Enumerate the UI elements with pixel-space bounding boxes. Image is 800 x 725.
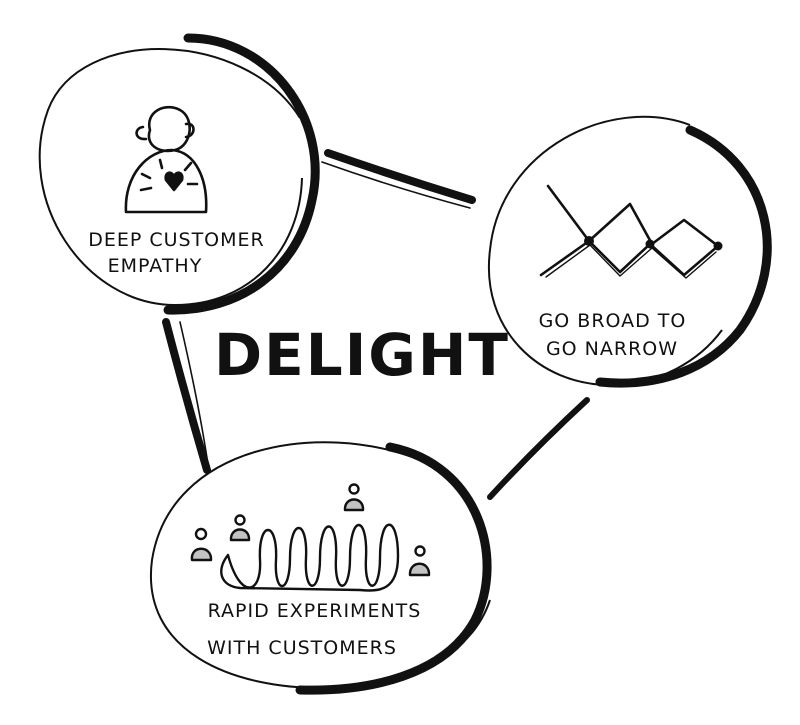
person-icon	[408, 545, 431, 577]
connector-empathy-broad-thin	[321, 161, 471, 209]
connector-empathy-broad	[324, 149, 476, 204]
node-broad: GO BROAD TO GO NARROW	[487, 115, 772, 388]
node-rapid-line-1: RAPID EXPERIMENTS	[208, 600, 422, 622]
node-rapid: RAPID EXPERIMENTS WITH CUSTOMERS	[149, 441, 492, 695]
spiral-loop-with-people-icon	[190, 483, 431, 592]
node-broad-circle-thick	[595, 125, 772, 388]
connectors	[162, 149, 590, 500]
svg-text:RAPID EXPERIMENTS WITH C: RAPID EXPERIMENTS WITH CUSTOMERS	[207, 600, 428, 659]
node-empathy-line-2: EMPATHY	[108, 255, 203, 277]
node-broad-line-2: GO NARROW	[546, 338, 678, 360]
svg-text:DEEP CUSTOMER EMPATHY: DEEP CUSTOMER EMPATHY	[88, 229, 272, 277]
svg-text:GO BROAD TO GO NARROW: GO BROAD TO GO NARROW	[539, 310, 694, 360]
diagram-title: DELIGHT	[214, 321, 510, 389]
person-icon	[229, 514, 251, 542]
connector-empathy-rapid	[162, 318, 211, 474]
node-empathy: DEEP CUSTOMER EMPATHY	[38, 33, 320, 315]
diamond-zigzag-icon	[539, 184, 723, 279]
connector-empathy-rapid-thin	[179, 321, 208, 459]
node-empathy-line-1: DEEP CUSTOMER	[88, 229, 265, 251]
node-broad-line-1: GO BROAD TO	[539, 310, 687, 332]
node-rapid-circle-thick	[295, 442, 492, 695]
person-with-heart-icon	[124, 105, 208, 214]
node-empathy-circle-thick	[163, 33, 320, 315]
person-icon	[190, 527, 213, 562]
person-icon	[343, 483, 365, 512]
connector-broad-rapid	[487, 397, 590, 500]
node-rapid-line-2: WITH CUSTOMERS	[207, 637, 397, 659]
node-empathy-circle-thin	[38, 48, 303, 307]
